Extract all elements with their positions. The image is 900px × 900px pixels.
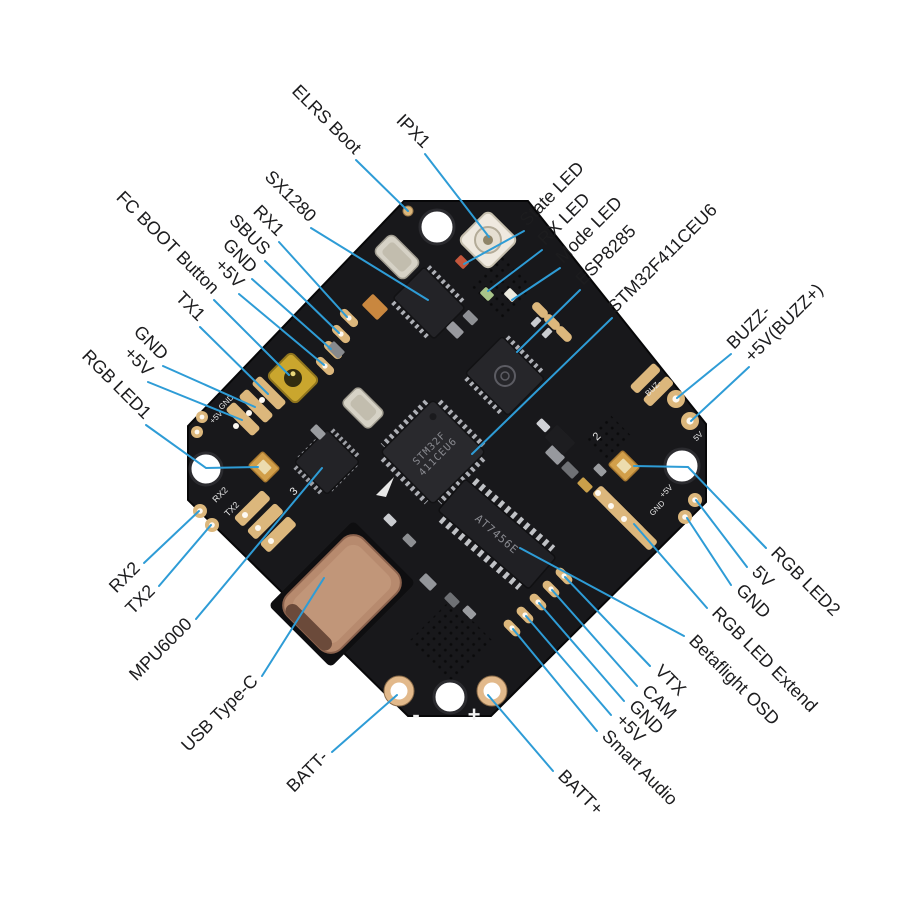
ipx-connector (459, 211, 517, 269)
leader-led2-5v (695, 499, 748, 568)
top-right-edge-pads (532, 302, 572, 342)
bottom-left-pads (234, 490, 296, 552)
sx1280-chip (391, 265, 467, 341)
leader-buzz-minus (676, 353, 732, 399)
leader-batt-plus (487, 694, 554, 772)
callout-batt-minus: BATT- (283, 747, 332, 796)
leader-cam (551, 589, 638, 687)
leader-mpu6000 (195, 467, 323, 620)
batt-plus-pad (476, 675, 508, 707)
leader-vtx (564, 576, 651, 667)
leader-lines (143, 153, 767, 772)
uart1-tx-pads (226, 376, 286, 436)
leader-p5v-led1 (147, 381, 243, 421)
leader-cam-gnd (538, 602, 625, 702)
stm32-mcu-chip: STM32F 411CEU6 (380, 399, 486, 505)
leader-cam-p5v (525, 615, 612, 716)
passive-components (310, 294, 607, 620)
silkscreen-batt-plus: + (468, 702, 481, 727)
leader-sbus (264, 260, 340, 334)
leader-led2-gnd (686, 517, 732, 586)
mpu6000-chip (293, 428, 361, 496)
leader-tx2 (158, 524, 212, 587)
crystal-oscillator-top (374, 234, 420, 280)
leader-gnd-led1 (162, 365, 256, 408)
callout-tx1: TX1 (172, 287, 209, 324)
leader-gnd-uart1 (251, 278, 332, 350)
leader-ipx1 (424, 153, 490, 238)
callout-betaflight-osd: Betaflight OSD (685, 631, 783, 729)
leader-elrs-boot (355, 159, 409, 212)
leader-mode-led (511, 267, 561, 301)
leader-esp8285 (516, 289, 581, 353)
leader-tx1 (199, 326, 269, 395)
leader-rgb-extend (633, 523, 708, 609)
rx-led-component (480, 287, 494, 301)
leader-rx-led (487, 249, 543, 292)
leader-betaflight-osd (519, 547, 685, 637)
callout-batt-plus: BATT+ (554, 766, 607, 819)
left-tab-vias (191, 411, 208, 438)
callout-ipx1: IPX1 (393, 110, 435, 152)
leader-batt-minus (331, 694, 398, 753)
rgb-led2-component (608, 450, 640, 482)
leader-rgb-led1 (145, 424, 259, 470)
leader-rx2 (143, 510, 200, 564)
mounting-hole-bottom (432, 679, 468, 715)
callout-rgb-led2: RGB LED2 (767, 543, 844, 620)
pcb-via-dots (407, 250, 634, 687)
crystal-oscillator-mid (342, 387, 384, 429)
callout-stm32: STM32F411CEU6 (604, 200, 721, 317)
osd-chip: AT7456E (438, 477, 556, 591)
mounting-hole-top (418, 208, 456, 246)
esp8285-chip (464, 335, 546, 417)
leader-p5v-uart1 (238, 293, 325, 366)
leader-usb-type-c (261, 577, 325, 677)
leader-smart-audio (512, 628, 598, 732)
leader-fc-boot (213, 299, 290, 376)
usb-type-c-connector (270, 522, 414, 666)
callout-mpu6000: MPU6000 (125, 614, 196, 685)
leader-state-led (463, 230, 525, 265)
state-led-component (455, 255, 469, 269)
espressif-logo (494, 365, 516, 387)
leader-stm32 (471, 317, 613, 455)
callout-elrs-boot: ELRS Boot (288, 81, 365, 158)
brand-arrow-logo (376, 477, 394, 497)
leader-buzz-plus (690, 366, 750, 422)
callout-fc-boot-button: FC BOOT Button (112, 187, 223, 298)
leader-rgb-led2 (633, 465, 767, 549)
callout-usb-type-c: USB Type-C (177, 671, 262, 756)
leader-rx1 (278, 241, 348, 318)
leader-sx1280 (310, 227, 429, 301)
rgb-led1-component (248, 451, 280, 483)
silkscreen-batt-minus: - (412, 702, 419, 727)
